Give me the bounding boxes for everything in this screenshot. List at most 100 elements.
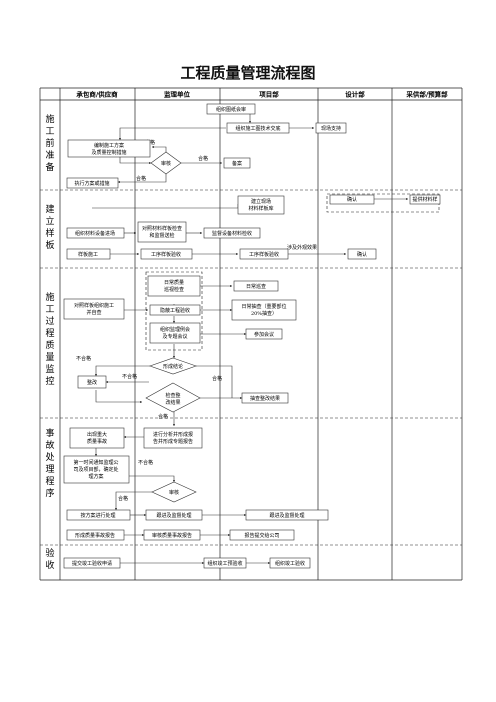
svg-text:工序样板验收: 工序样板验收 xyxy=(249,251,279,258)
stage-label-prep: 施工前准备 xyxy=(45,113,54,173)
svg-text:组织材料设备进场: 组织材料设备进场 xyxy=(75,230,115,237)
svg-text:确认: 确认 xyxy=(347,196,357,203)
node-notify-plan: 第一时间通知监理公 司及项目部，确定处 理方案 xyxy=(63,455,130,484)
svg-text:形成质量事故报告: 形成质量事故报告 xyxy=(75,532,115,539)
node-sample-construction: 样板施工 xyxy=(66,248,111,260)
node-check-rectify-diamond: 检查整 改结果 xyxy=(145,382,201,413)
svg-text:和监督送检: 和监督送检 xyxy=(149,232,174,239)
node-process-sample-check-1: 工序样板验收 xyxy=(140,248,193,260)
svg-text:日常巡查: 日常巡查 xyxy=(246,283,266,290)
node-execute-plan: 执行方案或措施 xyxy=(66,177,119,189)
svg-text:形成结论: 形成结论 xyxy=(163,363,183,370)
svg-text:日常质量: 日常质量 xyxy=(164,279,184,286)
svg-text:执行方案或措施: 执行方案或措施 xyxy=(74,180,109,187)
page-title: 工程质量管理流程图 xyxy=(180,64,316,82)
edge-label-pass-2: 合格 xyxy=(136,175,146,182)
svg-text:巡视检查: 巡视检查 xyxy=(164,286,184,293)
svg-text:告并形成专题报告: 告并形成专题报告 xyxy=(153,438,193,445)
node-material-acceptance: 监督设备材料检收 xyxy=(203,227,261,239)
svg-text:跟进及监督处理: 跟进及监督处理 xyxy=(156,512,191,519)
column-header-contractor: 承包商/供应商 xyxy=(76,90,118,99)
edge-label-fail-3: 不合格 xyxy=(122,373,137,380)
svg-text:参加会议: 参加会议 xyxy=(254,331,274,338)
node-provide-sample: 提供材料样 xyxy=(409,194,441,205)
svg-text:提供材料样: 提供材料样 xyxy=(412,196,437,203)
svg-text:对照样板组织施工: 对照样板组织施工 xyxy=(74,302,114,309)
edge-label-appearance: 涉及外观效果 xyxy=(287,244,317,251)
svg-text:审核: 审核 xyxy=(169,489,179,496)
svg-text:样板施工: 样板施工 xyxy=(78,251,98,258)
svg-text:改结果: 改结果 xyxy=(165,399,180,406)
node-check-sample: 对照材料样板检查 和监督送检 xyxy=(137,221,187,243)
node-pre-acceptance: 组织竣工预验收 xyxy=(203,557,247,569)
node-process-sample-check-2: 工序样板验收 xyxy=(239,248,289,260)
node-material-entry: 组织材料设备进场 xyxy=(66,227,125,239)
svg-text:20%抽查）: 20%抽查） xyxy=(251,310,277,317)
svg-text:编制施工方案: 编制施工方案 xyxy=(94,142,124,149)
node-record: 备案 xyxy=(223,157,251,169)
stage-label-acceptance: 验收 xyxy=(45,547,54,571)
node-follow-up-supervisor: 跟进及监督处理 xyxy=(145,509,203,521)
edge-label-pass-4: 合格 xyxy=(158,413,168,420)
node-sample-library: 建立现场 材料样板库 xyxy=(237,195,285,215)
svg-text:现场支持: 现场支持 xyxy=(321,125,341,132)
svg-text:审核: 审核 xyxy=(161,160,171,167)
svg-text:报告提交给公司: 报告提交给公司 xyxy=(244,532,279,539)
edge-label-pass-5: 合格 xyxy=(118,495,128,502)
node-construction-plan: 编制施工方案 及质量控制措施 xyxy=(67,139,151,158)
node-accident-report: 形成质量事故报告 xyxy=(66,529,125,541)
svg-text:组织施工图技术交底: 组织施工图技术交底 xyxy=(235,125,280,132)
connectors xyxy=(92,114,409,565)
node-spot-check: 日常抽查（重要部位 20%抽查） xyxy=(231,299,297,321)
svg-text:进行分析并形成报: 进行分析并形成报 xyxy=(153,431,193,438)
column-header-design: 设计部 xyxy=(345,90,365,99)
svg-text:司及项目部，确定处: 司及项目部，确定处 xyxy=(73,466,118,473)
node-review-accident-report: 审核质量事故报告 xyxy=(143,529,201,541)
svg-text:提交竣工验收申请: 提交竣工验收申请 xyxy=(72,560,112,567)
node-daily-inspection: 日常巡查 xyxy=(233,280,279,292)
node-final-acceptance: 组织竣工验收 xyxy=(269,557,311,569)
node-self-check: 对照样板组织施工 并自查 xyxy=(63,298,125,320)
node-follow-up-project: 跟进及监督处理 xyxy=(245,509,329,521)
svg-text:出现重大: 出现重大 xyxy=(87,431,107,438)
node-confirm-2: 确认 xyxy=(347,248,377,260)
node-sample-rectify-result: 抽查整改结果 xyxy=(241,392,289,404)
stage-labels: 施工前准备 建立样板 施工过程质量监控 事故处理程序 验收 xyxy=(45,113,54,571)
svg-text:对照材料样板检查: 对照材料样板检查 xyxy=(142,225,182,232)
node-drawing-review: 组织图纸会审 xyxy=(206,103,256,115)
svg-text:按方案进行处理: 按方案进行处理 xyxy=(80,512,115,519)
svg-text:组织竣工预验收: 组织竣工预验收 xyxy=(207,560,242,567)
svg-text:日常抽查（重要部位: 日常抽查（重要部位 xyxy=(241,303,286,310)
svg-text:整改: 整改 xyxy=(87,379,97,386)
node-completion-application: 提交竣工验收申请 xyxy=(63,557,121,569)
svg-text:材料样板库: 材料样板库 xyxy=(248,205,273,212)
node-handle-by-plan: 按方案进行处理 xyxy=(66,509,131,521)
svg-text:及专题会议: 及专题会议 xyxy=(162,333,187,340)
node-site-support: 现场支持 xyxy=(315,122,347,134)
edge-label-fail-2: 不合格 xyxy=(76,355,91,362)
svg-text:质量事故: 质量事故 xyxy=(87,438,107,445)
svg-text:建立现场: 建立现场 xyxy=(251,198,271,205)
node-daily-patrol: 日常质量 巡视检查 xyxy=(147,275,201,297)
column-header-procurement: 采供部/预算部 xyxy=(406,90,448,99)
edge-label-fail-4: 不合格 xyxy=(138,459,153,466)
node-supervision-meeting: 组织监理例会 及专题会议 xyxy=(149,322,201,344)
svg-text:及质量控制措施: 及质量控制措施 xyxy=(91,149,126,156)
svg-text:审核质量事故报告: 审核质量事故报告 xyxy=(152,532,192,539)
svg-text:并自查: 并自查 xyxy=(86,309,101,316)
node-hidden-works: 隐蔽工程验收 xyxy=(149,304,201,316)
column-header-supervisor: 监理单位 xyxy=(164,90,191,99)
node-submit-report: 报告提交给公司 xyxy=(229,529,295,541)
edge-label-pass-1: 合格 xyxy=(198,155,208,162)
svg-text:抽查整改结果: 抽查整改结果 xyxy=(250,395,280,402)
stage-label-process: 施工过程质量监控 xyxy=(45,291,54,387)
node-major-accident: 出现重大 质量事故 xyxy=(69,427,125,449)
node-review-diamond-1: 审核 xyxy=(150,151,182,175)
edge-label-pass-3: 合格 xyxy=(212,375,222,382)
svg-text:备案: 备案 xyxy=(232,160,242,167)
node-attend-meeting: 参加会议 xyxy=(245,328,283,340)
swimlane-grid xyxy=(39,87,463,581)
svg-text:组织竣工验收: 组织竣工验收 xyxy=(275,560,305,567)
column-header-project: 项目部 xyxy=(259,90,279,99)
